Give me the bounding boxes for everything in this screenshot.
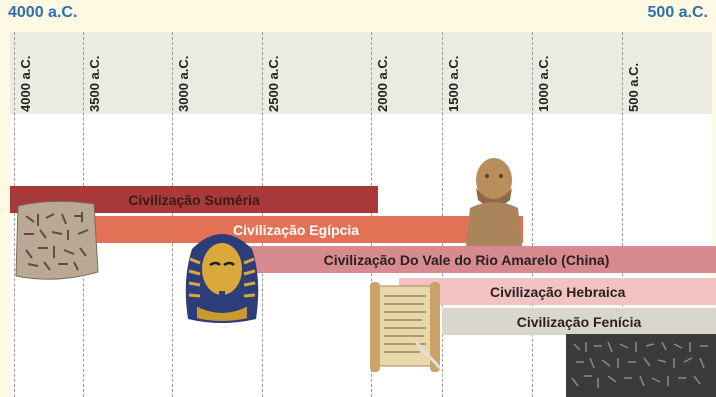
tick-label: 500 a.C.	[626, 62, 641, 112]
tick-label: 4000 a.C.	[18, 55, 33, 112]
tick-line	[172, 32, 173, 397]
tick-label: 1000 a.C.	[536, 55, 551, 112]
inscribed-stone-image	[566, 334, 716, 397]
scroll-image	[370, 282, 442, 372]
civilization-bar-label: Civilização Do Vale do Rio Amarelo (Chin…	[323, 251, 610, 268]
civilization-bar-label: Civilização Fenícia	[516, 313, 642, 330]
tick-band	[10, 32, 712, 114]
timeline-end-label: 500 a.C.	[647, 4, 708, 21]
tick-label: 1500 a.C.	[446, 55, 461, 112]
tutankhamun-mask-image	[185, 234, 259, 323]
tick-line	[14, 32, 15, 397]
tick-label: 2000 a.C.	[375, 55, 390, 112]
tick-line	[532, 32, 533, 397]
civilization-bar: Civilização Do Vale do Rio Amarelo (Chin…	[217, 246, 716, 273]
tick-line	[262, 32, 263, 397]
timeline-start-label: 4000 a.C.	[8, 4, 78, 21]
stone-statue-image	[466, 158, 522, 246]
tick-label: 2500 a.C.	[266, 55, 281, 112]
civilization-bar: Civilização Hebraica	[399, 278, 716, 305]
tick-line	[371, 32, 372, 397]
civilization-bar-label: Civilização Suméria	[128, 191, 260, 208]
civilization-bar: Civilização Egípcia	[69, 216, 523, 243]
civilization-bar-label: Civilização Egípcia	[233, 221, 360, 238]
tick-line	[442, 32, 443, 397]
tick-label: 3500 a.C.	[87, 55, 102, 112]
civilization-bar: Civilização Fenícia	[442, 308, 716, 335]
civilization-bar-label: Civilização Hebraica	[489, 283, 626, 300]
tick-line	[622, 32, 623, 397]
tick-label: 3000 a.C.	[176, 55, 191, 112]
cuneiform-tablet-image	[15, 200, 99, 280]
